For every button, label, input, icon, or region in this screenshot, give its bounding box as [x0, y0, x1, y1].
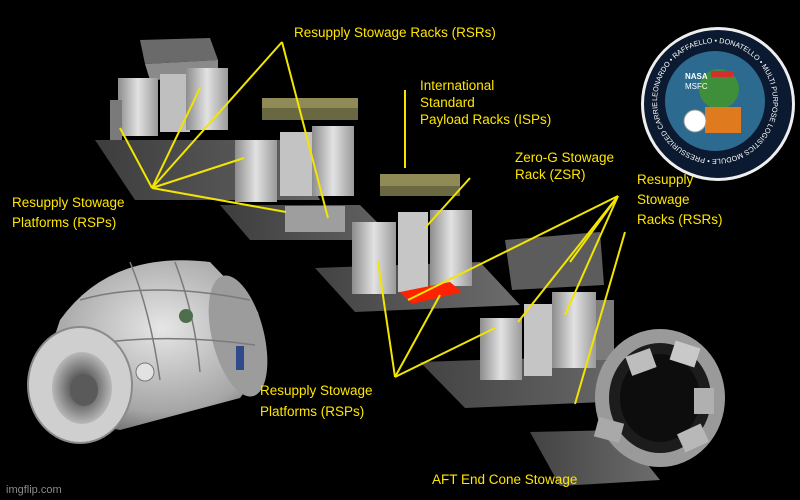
label-rsp-left-line1: Resupply Stowage — [12, 195, 125, 210]
zsr-highlight — [400, 282, 462, 304]
label-rsp-left-line2: Platforms (RSPs) — [12, 215, 117, 230]
module-section-2 — [220, 98, 395, 240]
label-rsr-right-line2: Stowage — [637, 192, 690, 207]
label-rsr-right: Resupply Stowage Racks (RSRs) — [637, 170, 723, 230]
aft-end-cone — [530, 329, 725, 486]
patch-agency: NASA — [685, 72, 708, 81]
label-zsr-line2: Rack (ZSR) — [515, 167, 586, 182]
watermark: imgflip.com — [6, 484, 62, 496]
label-zsr: Zero-G Stowage Rack (ZSR) — [515, 149, 614, 183]
patch-emblem: LEONARDO • RAFFAELLO • DONATELLO • MULTI… — [641, 27, 785, 171]
label-rsr-right-line3: Racks (RSRs) — [637, 212, 723, 227]
label-rsp-bottom: Resupply Stowage Platforms (RSPs) — [260, 380, 373, 422]
label-isp-line2: Standard — [420, 95, 475, 110]
label-rsr-right-line1: Resupply — [637, 172, 694, 187]
label-aft-end-cone: AFT End Cone Stowage — [432, 472, 578, 487]
patch-center: MSFC — [685, 82, 708, 91]
module-section-3 — [315, 174, 604, 312]
mission-patch: LEONARDO • RAFFAELLO • DONATELLO • MULTI… — [641, 27, 795, 181]
label-rsp-left: Resupply Stowage Platforms (RSPs) — [12, 193, 125, 233]
label-zsr-line1: Zero-G Stowage — [515, 150, 615, 165]
label-rsr-top: Resupply Stowage Racks (RSRs) — [294, 25, 496, 40]
label-isp-line1: International — [420, 78, 495, 93]
label-rsp-bottom-line1: Resupply Stowage — [260, 383, 373, 398]
label-isp: International Standard Payload Racks (IS… — [420, 77, 551, 128]
module-section-4 — [420, 292, 650, 408]
mplm-exterior — [27, 260, 268, 444]
label-rsp-bottom-line2: Platforms (RSPs) — [260, 404, 365, 419]
label-isp-line3: Payload Racks (ISPs) — [420, 112, 552, 127]
leader-lines — [119, 41, 626, 405]
